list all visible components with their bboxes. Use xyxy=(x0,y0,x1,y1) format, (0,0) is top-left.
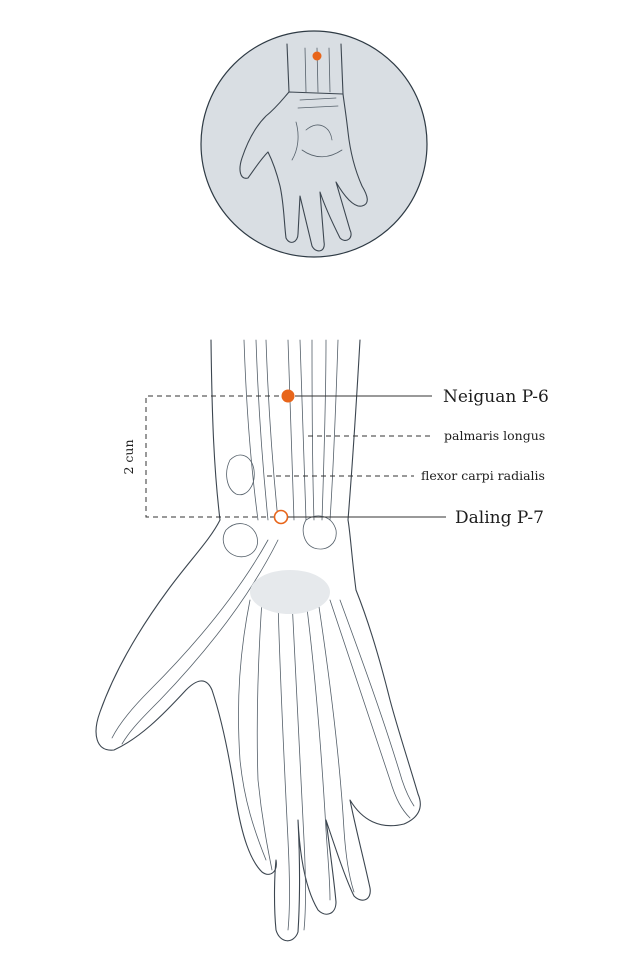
neiguan-point-marker xyxy=(281,389,295,403)
forearm-tendons xyxy=(243,339,339,521)
cun-measurement: 2 cun xyxy=(121,395,288,518)
carpal-bones xyxy=(222,454,337,558)
measure-bracket xyxy=(145,395,288,518)
thumb-tendon xyxy=(111,539,279,745)
palmaris-label: palmaris longus xyxy=(444,428,545,443)
measure-label: 2 cun xyxy=(121,439,136,474)
inset-point-marker xyxy=(312,51,322,61)
finger-tendons xyxy=(238,599,415,931)
inset-circle xyxy=(200,30,428,258)
daling-point-marker xyxy=(273,509,289,525)
inset-hand-view xyxy=(200,30,428,258)
palmar-aponeurosis xyxy=(250,570,330,614)
inset-hand-outline xyxy=(239,91,368,252)
inset-palm-creases xyxy=(291,97,343,161)
flexor-label: flexor carpi radialis xyxy=(421,468,545,483)
inset-forearm-outline xyxy=(286,43,344,95)
main-hand-illustration xyxy=(95,339,421,942)
neiguan-label: Neiguan P-6 xyxy=(443,387,549,407)
daling-label: Daling P-7 xyxy=(455,508,544,528)
hand-outline xyxy=(95,339,421,942)
